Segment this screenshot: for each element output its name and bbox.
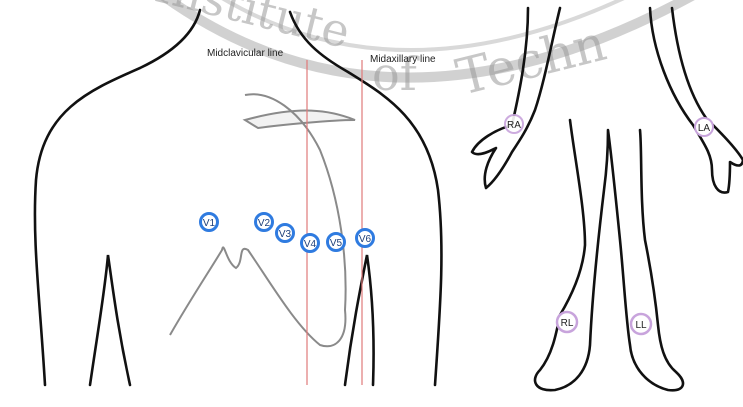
electrode-v3: V3	[277, 225, 294, 242]
electrode-v4-label: V4	[304, 239, 317, 250]
left-shoulder-arm	[35, 10, 200, 385]
electrode-la-label: LA	[698, 123, 711, 134]
right-axilla	[345, 255, 374, 385]
electrode-v6: V6	[357, 230, 374, 247]
electrode-v6-label: V6	[359, 234, 372, 245]
electrode-v2: V2	[256, 214, 273, 231]
electrode-v1-label: V1	[203, 218, 216, 229]
electrode-v5: V5	[328, 234, 345, 251]
left-arm-outer	[650, 8, 743, 193]
electrode-v4: V4	[302, 235, 319, 252]
chest-electrodes: V1 V2 V3 V4 V5 V6	[201, 214, 374, 252]
electrode-rl: RL	[557, 312, 577, 332]
electrode-ra-label: RA	[507, 120, 521, 131]
electrode-v5-label: V5	[330, 238, 343, 249]
electrode-rl-label: RL	[561, 318, 574, 329]
electrode-v1: V1	[201, 214, 218, 231]
midaxillary-line-label: Midaxillary line	[370, 54, 436, 65]
electrode-ll-label: LL	[635, 320, 647, 331]
midclavicular-line-label: Midclavicular line	[207, 48, 284, 59]
electrode-v2-label: V2	[258, 218, 271, 229]
reference-lines	[307, 60, 362, 385]
electrode-la: LA	[695, 118, 713, 136]
watermark-word-techn: Techn	[451, 14, 612, 107]
electrode-ll: LL	[631, 314, 651, 334]
legs-outline	[535, 120, 683, 390]
left-axilla	[90, 255, 130, 385]
electrode-ra: RA	[505, 115, 523, 133]
electrode-v3-label: V3	[279, 229, 292, 240]
